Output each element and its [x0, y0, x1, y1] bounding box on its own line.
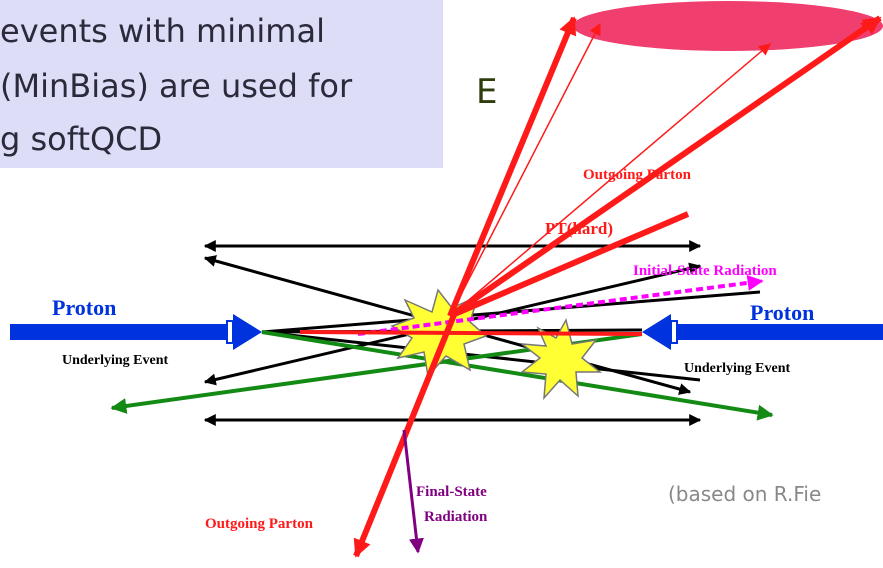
- green-track-right: [261, 330, 774, 421]
- label-proton-right: Proton: [750, 300, 814, 325]
- source-note: (based on R.Fie: [668, 482, 822, 506]
- initial-state-radiation-track: [357, 274, 764, 336]
- label-final-state-2: Radiation: [424, 509, 488, 525]
- jet-track-5: [448, 15, 882, 319]
- label-pt-hard: PT(hard): [545, 219, 613, 238]
- callout-line-1: events with minimal: [0, 12, 325, 50]
- label-underlying-event-right: Underlying Event: [684, 361, 791, 376]
- label-final-state-1: Final-State: [416, 484, 487, 500]
- callout-line-3: g softQCD: [0, 120, 163, 158]
- minbias-callout: events with minimal (MinBias) are used f…: [0, 0, 443, 168]
- jet-track-1: [447, 16, 577, 318]
- outgoing-parton-down: [353, 308, 459, 558]
- proton-beam-left: [10, 314, 262, 350]
- beam-red-segment: [299, 330, 643, 336]
- final-state-radiation-track: [402, 429, 424, 554]
- label-underlying-event-left: Underlying Event: [62, 353, 169, 368]
- outgoing-parton-jet: [447, 15, 882, 319]
- callout-line-2: (MinBias) are used for: [0, 67, 353, 105]
- label-initial-state-radiation: Initial-State Radiation: [633, 263, 777, 279]
- jet-track-2: [449, 22, 601, 317]
- jet-track-6: [448, 211, 690, 319]
- label-outgoing-parton-bottom: Outgoing Parton: [205, 516, 314, 532]
- jet-track-3: [449, 43, 771, 317]
- collision-burst-secondary: [519, 317, 603, 401]
- label-proton-left: Proton: [52, 295, 116, 320]
- energy-label: E: [476, 72, 498, 112]
- jet-cone: [573, 1, 883, 51]
- label-outgoing-parton-top: Outgoing Parton: [583, 167, 692, 183]
